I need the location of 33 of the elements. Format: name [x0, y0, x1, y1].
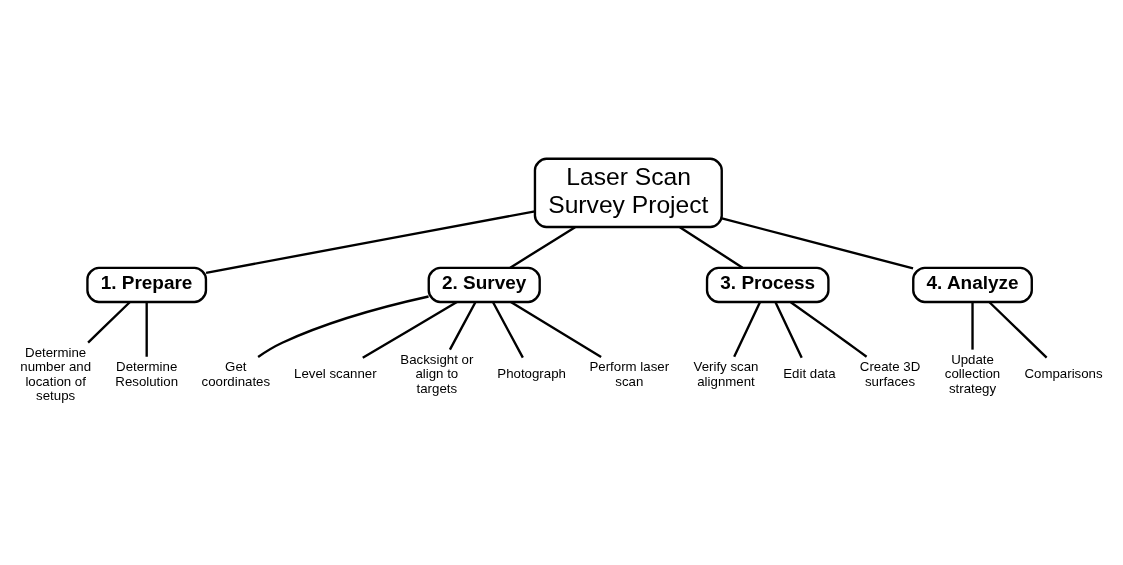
- connector: [491, 300, 524, 358]
- node-text: Determine Resolution: [115, 358, 179, 389]
- connector: [87, 300, 131, 343]
- connector: [774, 301, 803, 358]
- node-text: Verify scan alignment: [693, 358, 759, 389]
- connector: [145, 301, 148, 357]
- node-text: Photograph: [497, 365, 566, 381]
- node-text: Update collection strategy: [944, 351, 1001, 396]
- node-text: Level scanner: [294, 365, 377, 381]
- connector: [988, 300, 1048, 358]
- node-text: Perform laser scan: [589, 358, 670, 389]
- connector: [733, 301, 762, 357]
- node-text: Get coordinates: [201, 358, 271, 389]
- node-text: Comparisons: [1024, 365, 1103, 381]
- node-box: Laser Scan Survey Project: [533, 157, 723, 228]
- node-box: 1. Prepare: [86, 266, 208, 303]
- node-text: Backsight or align to targets: [400, 351, 474, 396]
- connector: [679, 225, 744, 269]
- connector: [510, 300, 602, 358]
- connector: [448, 300, 477, 350]
- connector: [790, 300, 868, 358]
- node-box: 2. Survey: [427, 266, 541, 303]
- connector: [362, 300, 458, 359]
- connector: [971, 301, 974, 350]
- connector: [257, 294, 429, 358]
- node-text: Create 3D surfaces: [859, 358, 921, 389]
- connector: [721, 216, 914, 270]
- connector: [509, 225, 576, 269]
- node-text: Determine number and location of setups: [20, 344, 92, 403]
- connector: [205, 209, 536, 274]
- node-box: 3. Process: [705, 266, 830, 303]
- node-box: 4. Analyze: [912, 266, 1033, 303]
- node-text: Edit data: [783, 365, 836, 381]
